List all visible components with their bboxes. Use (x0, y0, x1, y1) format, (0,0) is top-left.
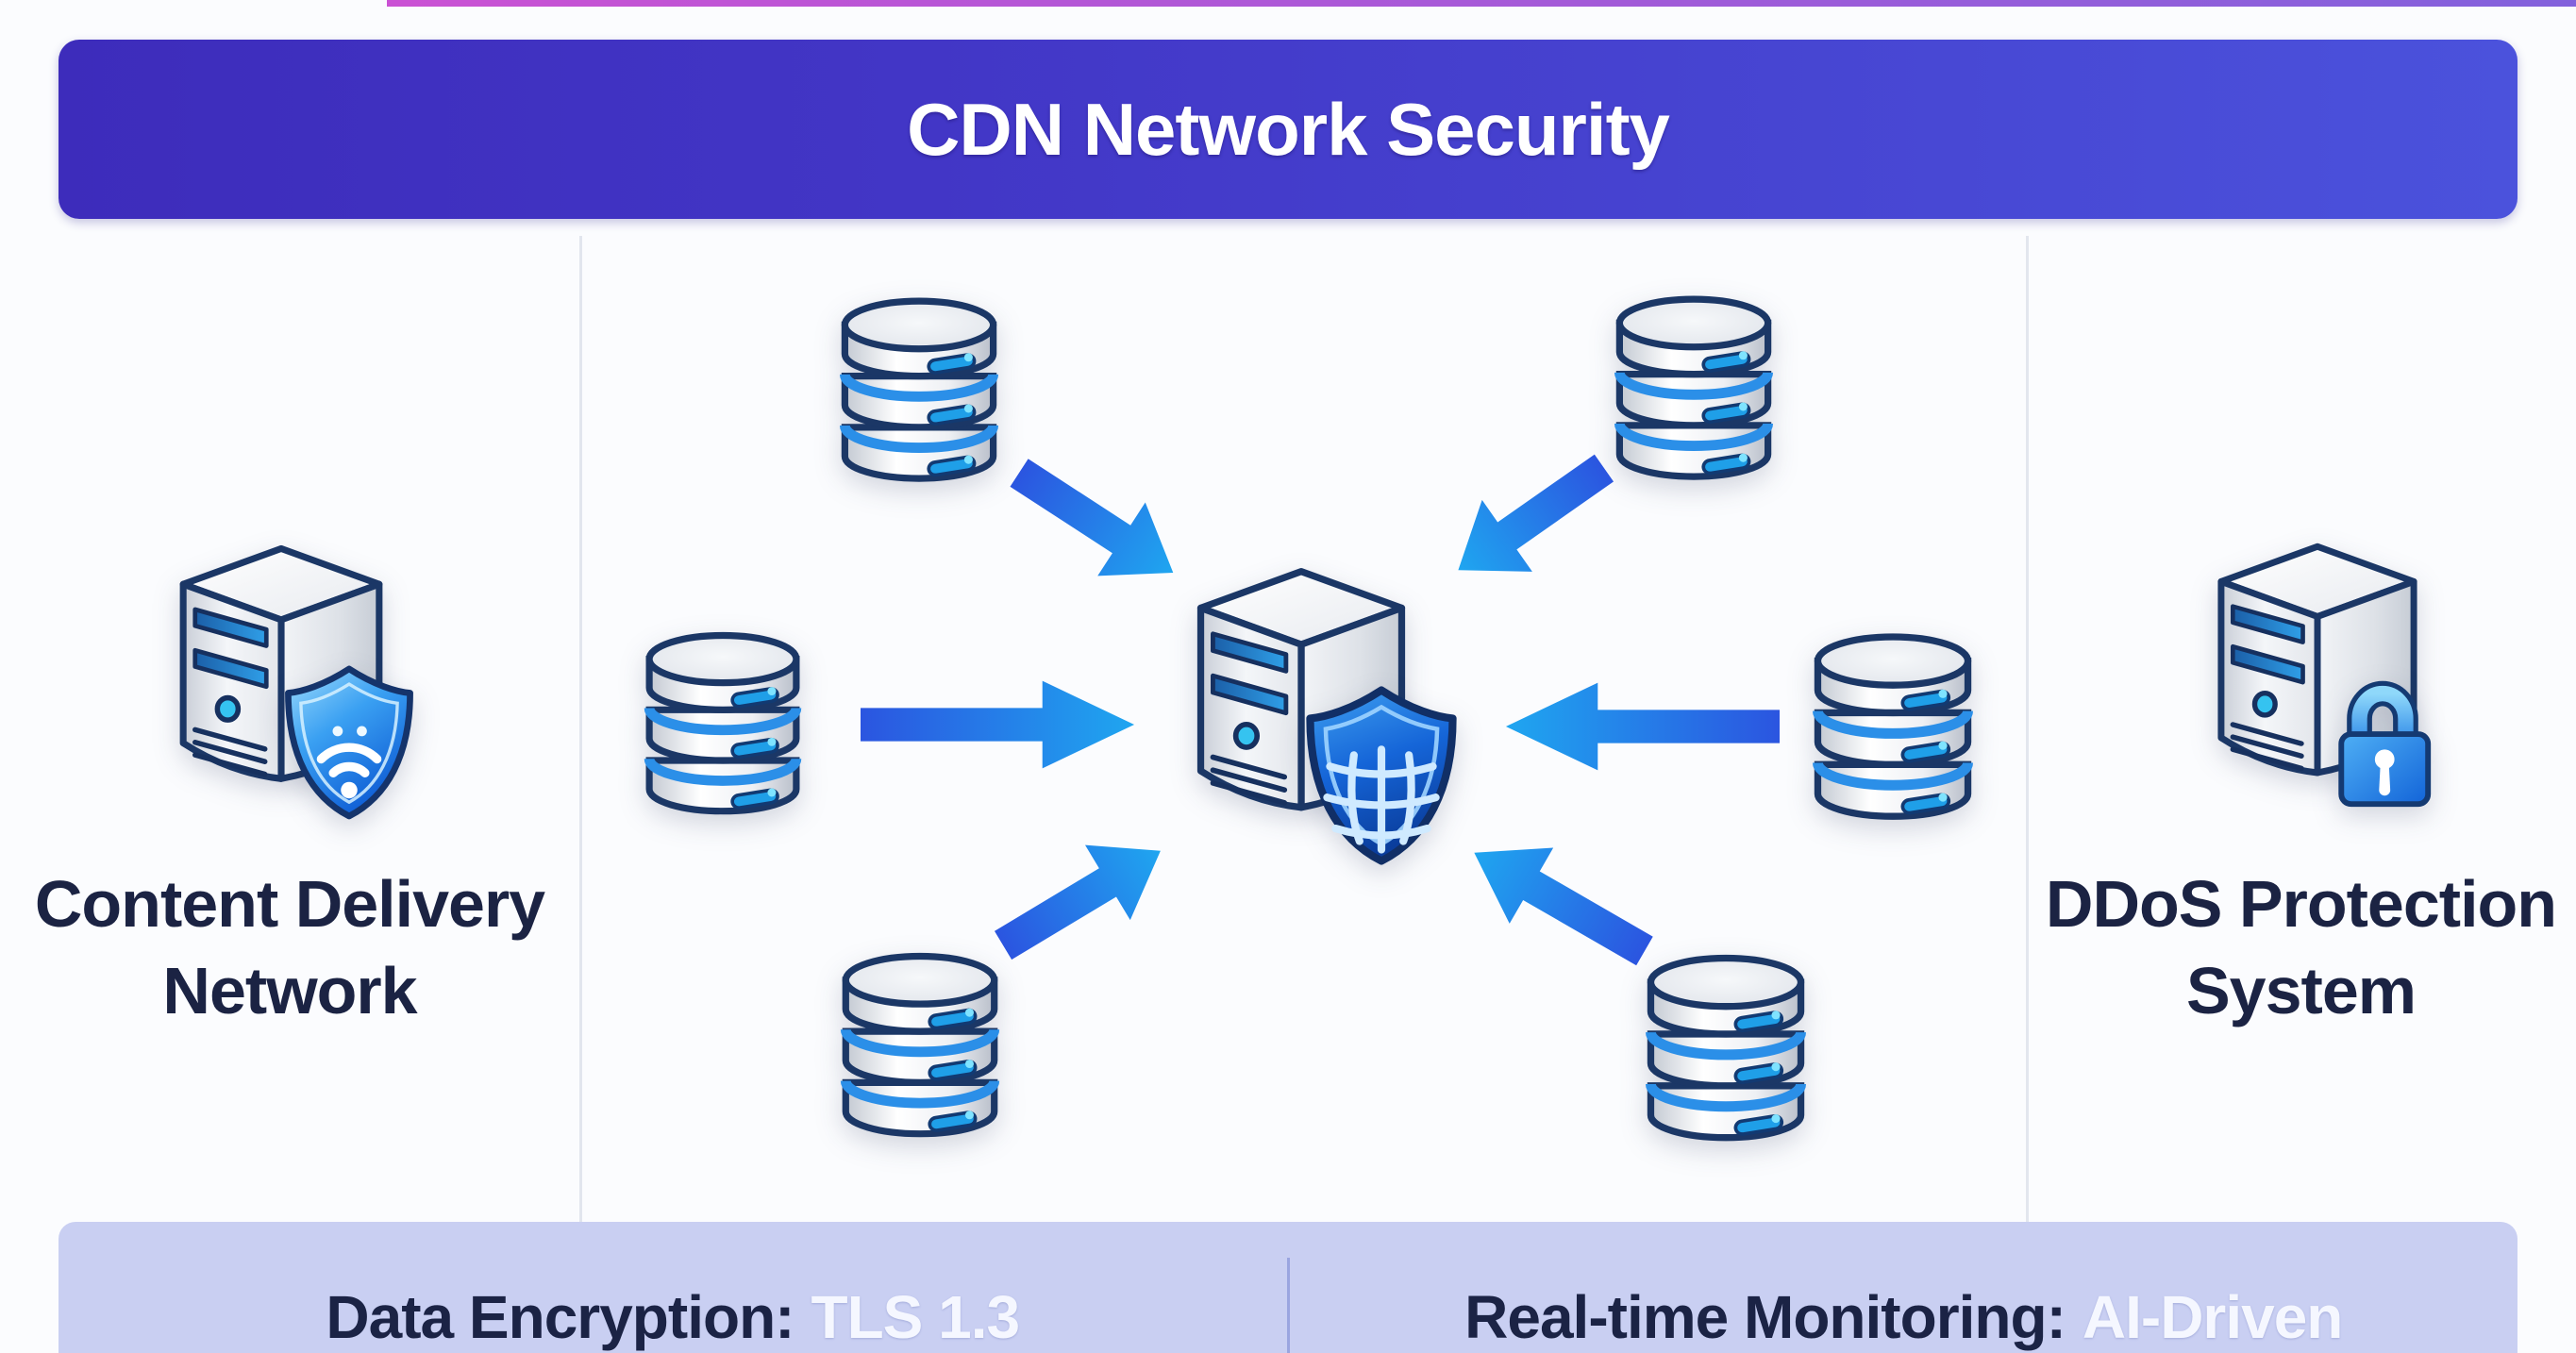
divider-right-column (2026, 236, 2029, 1222)
database-icon-bottom-left (830, 929, 1010, 1162)
encryption-label: Data Encryption: (326, 1283, 795, 1351)
database-icon-bottom-right (1635, 932, 1816, 1165)
arrow-icon-bottom-left (976, 805, 1189, 991)
cdn-label: Content Delivery Network (34, 867, 545, 1027)
arrow-icon-top-right (1427, 425, 1634, 614)
wifi-shield-icon (279, 649, 419, 836)
arrow-icon-middle-right (1504, 674, 1780, 779)
monitoring-label: Real-time Monitoring: (1464, 1283, 2066, 1351)
lock-icon (2323, 643, 2442, 830)
header-banner: CDN Network Security (59, 40, 2517, 219)
database-icon-middle-left (634, 609, 811, 840)
footer-panel: Data Encryption: TLS 1.3 Real-time Monit… (59, 1222, 2517, 1353)
arrow-icon-top-left (991, 428, 1203, 618)
footer-item-monitoring: Real-time Monitoring: AI-Driven (1290, 1222, 2518, 1353)
arrow-icon-bottom-right (1447, 807, 1671, 997)
encryption-value: TLS 1.3 (811, 1283, 1020, 1351)
database-icon-top-left (828, 276, 1010, 506)
top-edge-accent (387, 0, 2576, 7)
page-title: CDN Network Security (907, 87, 1670, 171)
firewall-shield-icon (1300, 676, 1463, 876)
database-icon-middle-right (1802, 604, 1983, 851)
database-icon-top-right (1604, 274, 1783, 504)
footer-item-encryption: Data Encryption: TLS 1.3 (59, 1222, 1287, 1353)
footer-divider (1286, 1258, 1290, 1353)
divider-left-column (579, 236, 582, 1222)
arrow-icon-middle-left (861, 672, 1136, 777)
monitoring-value: AI-Driven (2082, 1283, 2343, 1351)
ddos-label: DDoS Protection System (2045, 867, 2557, 1027)
